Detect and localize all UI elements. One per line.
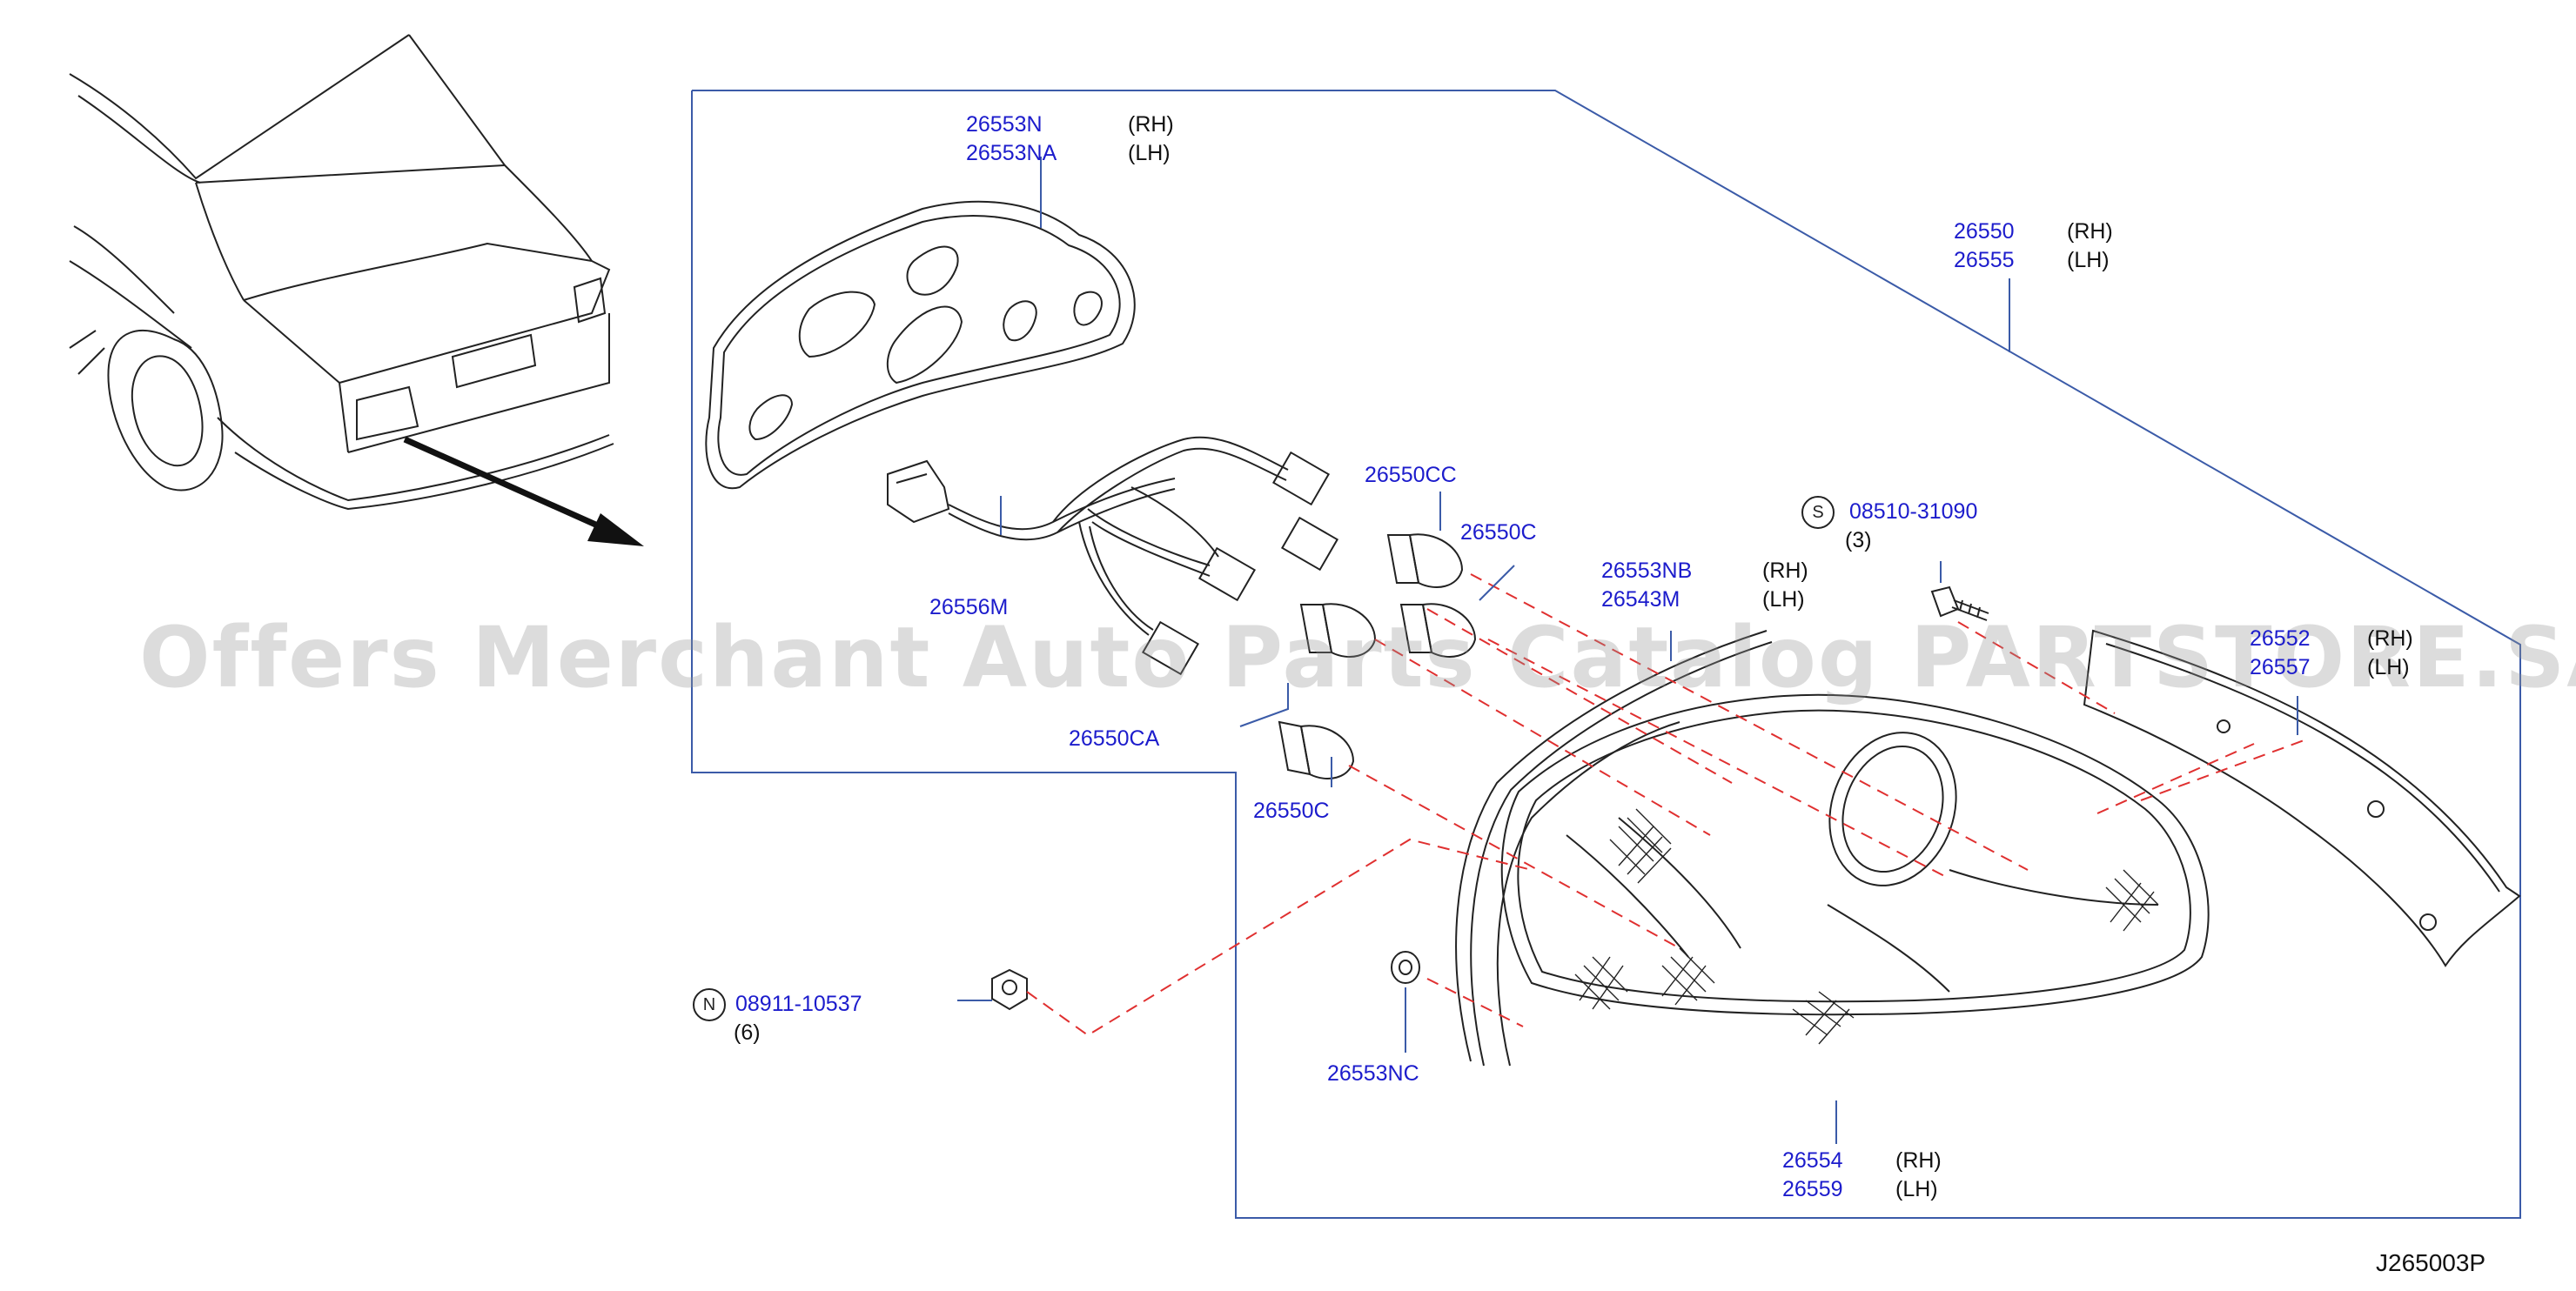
nut-pn[interactable]: 08911-10537 <box>735 992 862 1016</box>
lens-gasket-side-lh: (LH) <box>1128 141 1171 165</box>
screw-badge: S <box>1801 496 1835 529</box>
screw-qty: (3) <box>1845 528 1872 552</box>
lens-body-pn-rh[interactable]: 26554 <box>1782 1148 1843 1173</box>
garnish-side-lh: (LH) <box>2367 655 2410 679</box>
lens-gasket-pn-rh[interactable]: 26553N <box>966 112 1043 137</box>
lens-gasket-side-rh: (RH) <box>1128 112 1174 137</box>
garnish-pn-lh[interactable]: 26557 <box>2250 655 2311 679</box>
bulb-c-top-pn[interactable]: 26550C <box>1460 520 1537 545</box>
diagram-code: J265003P <box>2376 1249 2486 1276</box>
callout-arrow <box>403 436 611 534</box>
callout-arrow-head <box>587 513 644 546</box>
assembly-side-lh: (LH) <box>2067 248 2110 272</box>
seal-drawing <box>1455 630 1773 1067</box>
nut-drawing <box>991 968 1028 1011</box>
wiring-harness-drawing <box>887 436 1339 676</box>
assembly-frame <box>691 90 2521 1219</box>
garnish-drawing <box>2083 629 2521 967</box>
assembly-side-rh: (RH) <box>2067 219 2113 244</box>
washer-drawing <box>1391 951 1420 984</box>
assembly-dashed-lines <box>1026 573 2307 1037</box>
lamp-lens-body-drawing <box>1500 693 2210 1016</box>
garnish-side-rh: (RH) <box>2367 626 2413 651</box>
bulb-c-bottom-pn[interactable]: 26550C <box>1253 799 1330 823</box>
lens-body-pn-lh[interactable]: 26559 <box>1782 1177 1843 1201</box>
assembly-pn-rh[interactable]: 26550 <box>1954 219 2015 244</box>
seal-pn-lh[interactable]: 26543M <box>1601 587 1680 612</box>
leader-lines <box>957 157 2298 1144</box>
washer-pn[interactable]: 26553NC <box>1327 1061 1419 1086</box>
seal-side-rh: (RH) <box>1762 559 1808 583</box>
screw-drawing <box>1930 585 1989 621</box>
nut-badge: N <box>693 988 726 1021</box>
lamp-hatching <box>1574 808 2159 1045</box>
garnish-pn-rh[interactable]: 26552 <box>2250 626 2311 651</box>
assembly-pn-lh[interactable]: 26555 <box>1954 248 2015 272</box>
lens-body-side-lh: (LH) <box>1895 1177 1938 1201</box>
lens-gasket-pn-lh[interactable]: 26553NA <box>966 141 1057 165</box>
nut-qty: (6) <box>734 1020 761 1045</box>
bulb-cc-pn[interactable]: 26550CC <box>1365 463 1457 487</box>
lens-body-side-rh: (RH) <box>1895 1148 1942 1173</box>
seal-side-lh: (LH) <box>1762 587 1805 612</box>
bulb-ca-pn[interactable]: 26550CA <box>1069 726 1160 751</box>
harness-pn[interactable]: 26556M <box>929 595 1009 619</box>
lens-gasket-drawing <box>705 200 1136 490</box>
car-rear-illustration <box>69 34 614 511</box>
seal-pn-rh[interactable]: 26553NB <box>1601 559 1693 583</box>
screw-pn[interactable]: 08510-31090 <box>1849 499 1978 524</box>
bulbs-drawing <box>1278 533 1477 779</box>
